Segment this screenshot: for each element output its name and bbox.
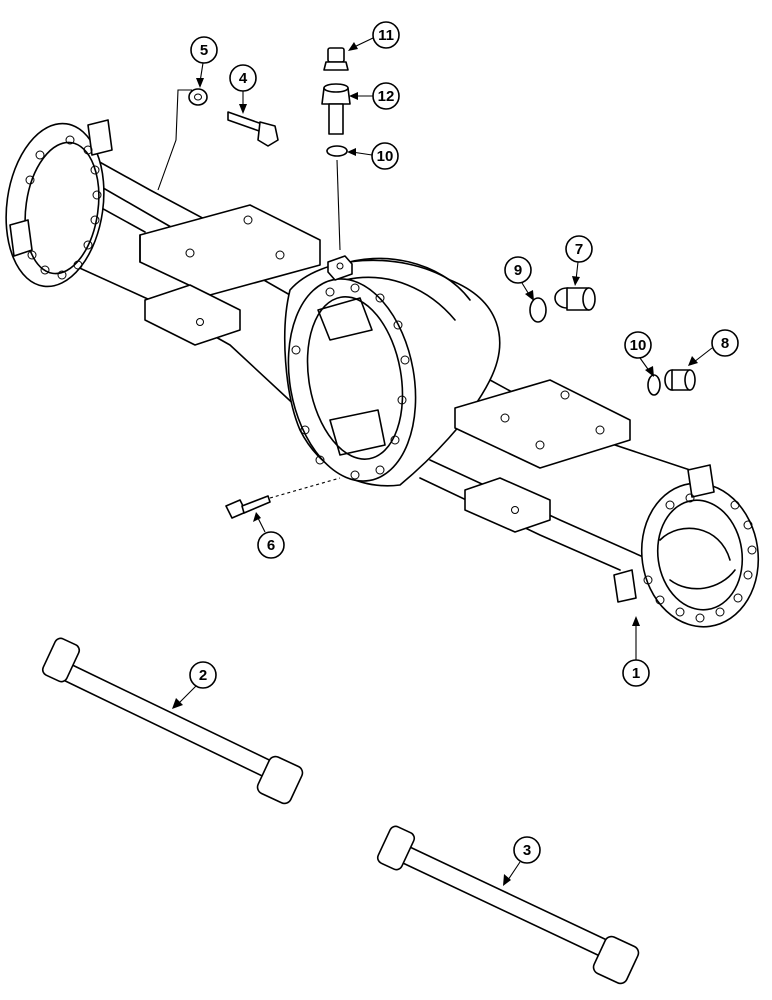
callout-3-label: 3 bbox=[523, 842, 531, 859]
axle-housing bbox=[5, 119, 760, 628]
callout-6: 6 bbox=[253, 512, 285, 559]
callout-12: 12 bbox=[349, 82, 400, 110]
right-flange-bolt-holes bbox=[643, 493, 757, 623]
callout-1-label: 1 bbox=[632, 665, 640, 682]
plug-part-8 bbox=[664, 369, 696, 391]
callout-2: 2 bbox=[172, 661, 217, 709]
left-flange-bolt-holes bbox=[25, 135, 102, 280]
callout-9-label: 9 bbox=[514, 262, 522, 279]
breather-plug-part-11 bbox=[323, 47, 349, 71]
callout-8-label: 8 bbox=[721, 335, 729, 352]
callout-10-top-label: 10 bbox=[377, 148, 394, 165]
callout-9: 9 bbox=[504, 256, 534, 301]
callout-2-label: 2 bbox=[199, 667, 207, 684]
callout-5-label: 5 bbox=[200, 42, 208, 59]
callout-1: 1 bbox=[622, 616, 650, 687]
callout-3: 3 bbox=[503, 836, 541, 886]
callout-8: 8 bbox=[688, 329, 739, 366]
callout-5: 5 bbox=[190, 36, 218, 88]
o-ring-part-9 bbox=[529, 297, 547, 323]
callout-10-right: 10 bbox=[624, 331, 654, 377]
callout-6-label: 6 bbox=[267, 537, 275, 554]
callout-11: 11 bbox=[348, 21, 400, 51]
callout-11-label: 11 bbox=[378, 27, 394, 44]
axle-shaft-part-2 bbox=[41, 637, 304, 805]
plug-part-7 bbox=[554, 287, 596, 311]
breather-fitting-part-12 bbox=[321, 83, 351, 135]
bolt-part-6 bbox=[225, 477, 341, 519]
callout-10-top: 10 bbox=[347, 142, 399, 170]
bolt-part-4 bbox=[227, 111, 279, 147]
breather-leader bbox=[336, 159, 341, 251]
callout-10-right-label: 10 bbox=[630, 337, 647, 354]
callout-4-label: 4 bbox=[239, 70, 248, 87]
callout-4: 4 bbox=[229, 64, 257, 114]
o-ring-part-10-right bbox=[647, 374, 661, 396]
o-ring-part-10-top bbox=[326, 145, 348, 157]
callout-12-label: 12 bbox=[378, 88, 395, 105]
carrier-bolt-holes bbox=[291, 283, 410, 480]
axle-shaft-part-3 bbox=[376, 825, 640, 985]
washer-part-5 bbox=[157, 88, 208, 191]
callout-7-label: 7 bbox=[575, 241, 583, 258]
callout-7: 7 bbox=[565, 235, 593, 286]
